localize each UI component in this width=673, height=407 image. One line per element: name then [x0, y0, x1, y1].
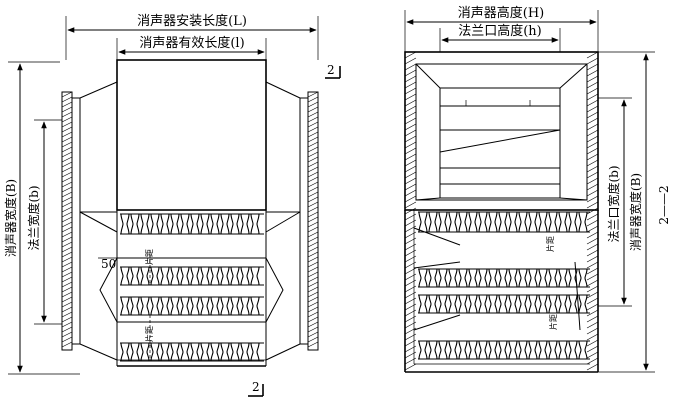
right-splitter-label-upper: 片距	[545, 236, 555, 252]
width-B-label: 消声器宽度(B)	[3, 179, 18, 257]
right-view: 消声器高度(H) 法兰口高度(h) 法兰口宽度(b) 消声器宽度(B) 2——2	[404, 5, 671, 373]
right-baffles	[418, 211, 590, 360]
section-marker-top-label: 2	[327, 63, 335, 77]
install-length-dimension: 消声器安装长度(L)	[65, 13, 319, 60]
left-baffles	[120, 213, 264, 362]
section-marker-bottom: 2	[248, 380, 264, 397]
left-splitter-label-upper: 片距	[144, 249, 154, 265]
silencer-body-side	[79, 59, 301, 367]
left-view: 消声器安装长度(L) 消声器有效长度(l) 2 2 消声器宽度(B)	[3, 13, 341, 397]
width-B-label-right: 消声器宽度(B)	[628, 173, 643, 251]
flange-width-b-dimension-right: 法兰口宽度(b)	[598, 97, 632, 307]
height-H-label: 消声器高度(H)	[458, 5, 544, 21]
effective-length-dimension: 消声器有效长度(l)	[116, 35, 267, 60]
flange-width-b-label: 法兰宽度(b)	[26, 185, 41, 250]
right-flange	[299, 91, 319, 351]
right-splitter-label-lower: 片距	[548, 314, 558, 330]
left-splitter-label-lower: 片距	[144, 326, 154, 342]
width-B-dimension: 消声器宽度(B)	[3, 61, 80, 375]
left-flange	[61, 91, 81, 351]
dim-50-label: 50	[101, 257, 116, 271]
flange-height-h-dimension: 法兰口高度(h)	[439, 23, 561, 52]
section-marker-bottom-label: 2	[252, 380, 260, 394]
dim-50: 50	[98, 257, 117, 271]
flange-width-b-dimension: 法兰宽度(b)	[26, 119, 62, 325]
effective-length-label: 消声器有效长度(l)	[139, 35, 244, 51]
section-label: 2——2	[657, 185, 671, 224]
section-marker-top: 2	[325, 63, 341, 79]
flange-height-h-label: 法兰口高度(h)	[458, 23, 542, 39]
width-B-dimension-right: 消声器宽度(B)	[598, 51, 655, 373]
height-H-dimension: 消声器高度(H)	[404, 5, 599, 52]
install-length-label: 消声器安装长度(L)	[137, 13, 247, 29]
flange-width-b-label-right: 法兰口宽度(b)	[606, 165, 621, 242]
